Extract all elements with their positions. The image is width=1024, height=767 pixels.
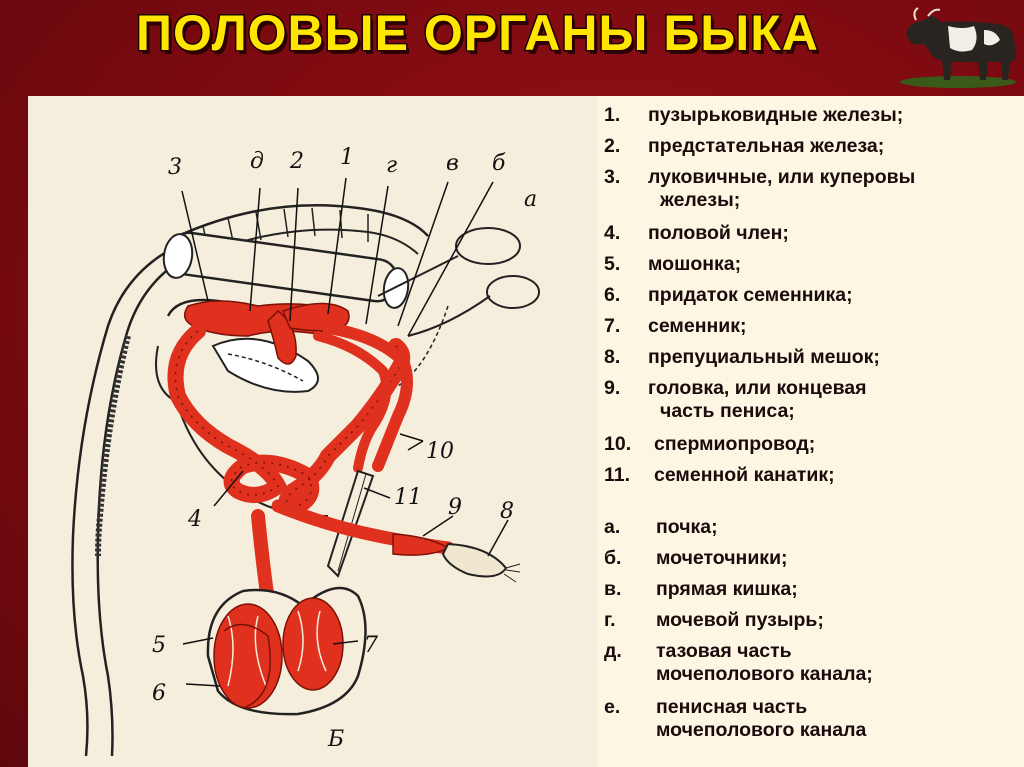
label-8: 8: [500, 499, 514, 524]
legend-item: 8.препуциальный мешок;: [604, 346, 880, 368]
label-g: г: [386, 153, 397, 178]
label-11: 11: [394, 485, 422, 510]
content-panel: 3 д 2 1 г в б а 10 11 9 8 4 5 6 7 Б 1.пу…: [28, 96, 1024, 767]
testis-right: [282, 597, 344, 691]
page-title: ПОЛОВЫЕ ОРГАНЫ БЫКА: [135, 4, 820, 63]
label-v: в: [446, 151, 459, 176]
label-B: Б: [327, 727, 344, 752]
label-6: 6: [152, 681, 166, 706]
label-3: 3: [168, 155, 182, 180]
kidney: [455, 227, 521, 265]
label-a: а: [524, 187, 537, 212]
label-9: 9: [448, 495, 462, 520]
legend-item: 2.предстательная железа;: [604, 135, 885, 157]
label-7: 7: [364, 633, 378, 658]
label-b: б: [492, 151, 506, 176]
legend: 1.пузырьковидные железы; 2.предстательна…: [604, 96, 1024, 767]
label-5: 5: [152, 633, 166, 658]
legend-item: в.прямая кишка;: [604, 578, 798, 600]
label-1: 1: [340, 145, 354, 170]
anatomy-diagram: 3 д 2 1 г в б а 10 11 9 8 4 5 6 7 Б: [28, 96, 598, 767]
vas-deferens: [322, 322, 413, 472]
tail-outline: [71, 239, 189, 757]
spine-outline: [177, 203, 429, 238]
legend-item: г.мочевой пузырь;: [604, 609, 824, 631]
label-d: д: [250, 149, 264, 174]
legend-item: 11.семенной канатик;: [604, 464, 835, 486]
label-2: 2: [289, 149, 304, 174]
bull-icon: [900, 7, 1016, 88]
legend-item: 5.мошонка;: [604, 253, 742, 275]
legend-item: 7.семенник;: [604, 315, 747, 337]
prepuce: [441, 542, 508, 578]
legend-item: 6.придаток семенника;: [604, 284, 853, 306]
legend-item: 1.пузырьковидные железы;: [604, 104, 904, 126]
legend-item: 10.спермиопровод;: [604, 433, 816, 455]
label-10: 10: [426, 439, 454, 464]
legend-item: а.почка;: [604, 516, 718, 538]
label-4: 4: [187, 507, 202, 532]
legend-item: б.мочеточники;: [604, 547, 788, 569]
legend-item: 4.половой член;: [604, 222, 789, 244]
testis-left: [213, 603, 283, 709]
